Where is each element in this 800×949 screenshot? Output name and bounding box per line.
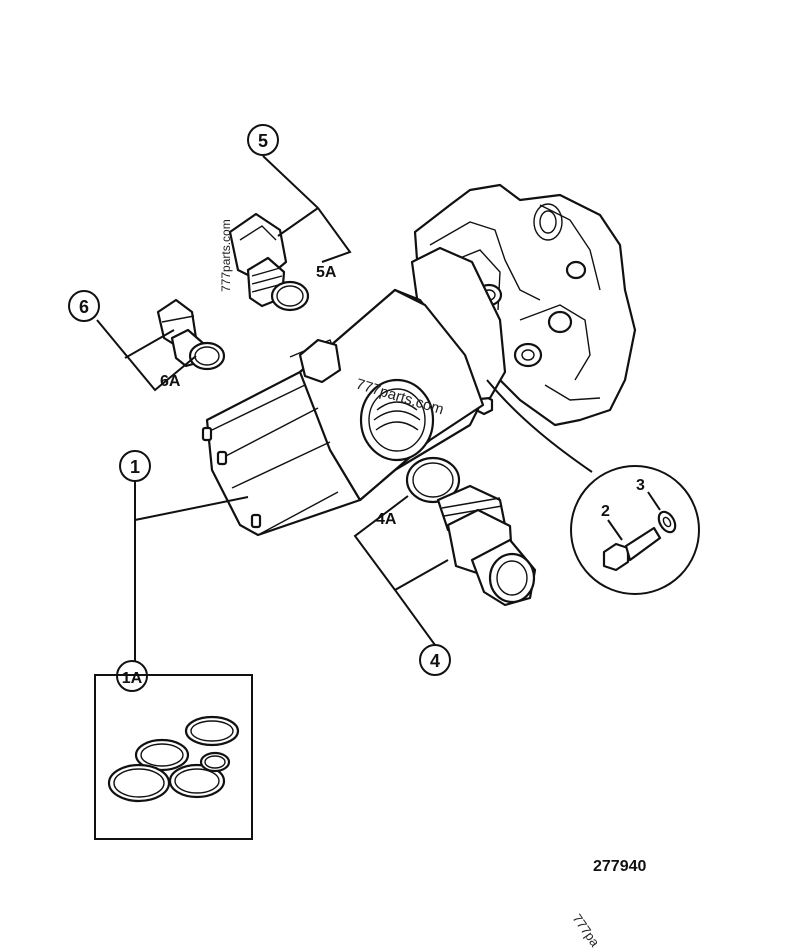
engine-housing (410, 183, 637, 427)
svg-text:6: 6 (79, 297, 89, 317)
seal-4a (405, 456, 461, 504)
label-3: 3 (636, 477, 645, 494)
callout-4: 4 (419, 644, 451, 676)
svg-text:1: 1 (130, 457, 140, 477)
watermark-3: 777pa (570, 911, 603, 949)
label-6a: 6A (160, 373, 181, 390)
callout-6: 6 (68, 290, 100, 322)
seal-kit-box (94, 674, 253, 840)
leader-lines (96, 155, 449, 662)
bolt-2 (602, 526, 662, 572)
seal-5a (270, 280, 310, 312)
label-2: 2 (601, 503, 610, 520)
hydraulic-pump-body (201, 288, 485, 537)
svg-text:5: 5 (258, 131, 268, 151)
washer-3 (657, 510, 677, 534)
detail-circle (570, 465, 700, 595)
label-4a: 4A (376, 511, 397, 528)
svg-text:1A: 1A (122, 670, 143, 687)
drawing-number: 277940 (593, 858, 646, 875)
callout-5: 5 (247, 124, 279, 156)
watermark-1: 777parts.com (219, 219, 233, 292)
seal-6a (188, 341, 226, 371)
svg-text:4: 4 (430, 651, 440, 671)
label-5a: 5A (316, 264, 337, 281)
callout-1: 1 (119, 450, 151, 482)
callout-1a: 1A (116, 660, 148, 692)
fitting-4 (436, 484, 537, 607)
detail-leader (486, 379, 593, 473)
